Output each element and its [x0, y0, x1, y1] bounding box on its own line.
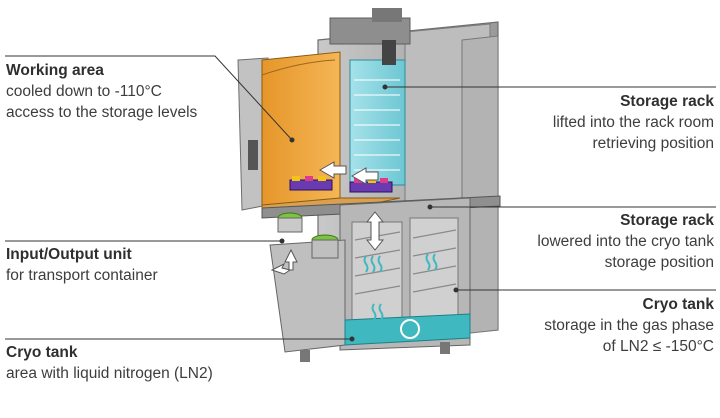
io-canister: [277, 212, 339, 259]
label-storage-rack-storage: Storage rack lowered into the cryo tank …: [537, 210, 714, 273]
label-storage-rack-retrieving: Storage rack lifted into the rack room r…: [553, 91, 714, 154]
label-storage-rack-retrieving-title: Storage rack: [620, 93, 714, 110]
label-working-area: Working area cooled down to -110°C acces…: [6, 60, 197, 123]
vapor-marks: [363, 253, 438, 321]
label-io-unit-line1: for transport container: [6, 267, 158, 284]
label-working-area-line2: access to the storage levels: [6, 104, 198, 121]
label-storage-rack-storage-line1: lowered into the cryo tank: [537, 233, 714, 250]
label-io-unit-title: Input/Output unit: [6, 246, 132, 263]
label-working-area-title: Working area: [6, 62, 104, 79]
ln2-pool: [344, 313, 471, 346]
label-storage-rack-storage-title: Storage rack: [620, 212, 714, 229]
label-storage-rack-storage-line2: storage position: [604, 254, 714, 271]
label-cryo-tank-right-title: Cryo tank: [642, 296, 715, 313]
label-cryo-tank-left: Cryo tank area with liquid nitrogen (LN2…: [6, 342, 213, 384]
label-cryo-tank-left-title: Cryo tank: [6, 344, 78, 361]
movement-arrows: [270, 161, 385, 275]
label-cryo-tank-right-line1: storage in the gas phase: [544, 317, 714, 334]
label-io-unit: Input/Output unit for transport containe…: [6, 244, 158, 286]
rack-room: [349, 40, 406, 186]
label-storage-rack-retrieving-line2: retrieving position: [592, 135, 714, 152]
label-working-area-line1: cooled down to -110°C: [6, 83, 162, 100]
label-storage-rack-retrieving-line1: lifted into the rack room: [552, 114, 714, 131]
label-cryo-tank-right-line2: of LN2 ≤ -150°C: [602, 338, 714, 355]
label-cryo-tank-right: Cryo tank storage in the gas phase of LN…: [544, 294, 714, 357]
label-cryo-tank-left-line1: area with liquid nitrogen (LN2): [6, 365, 213, 382]
leader-lines: [5, 55, 716, 342]
